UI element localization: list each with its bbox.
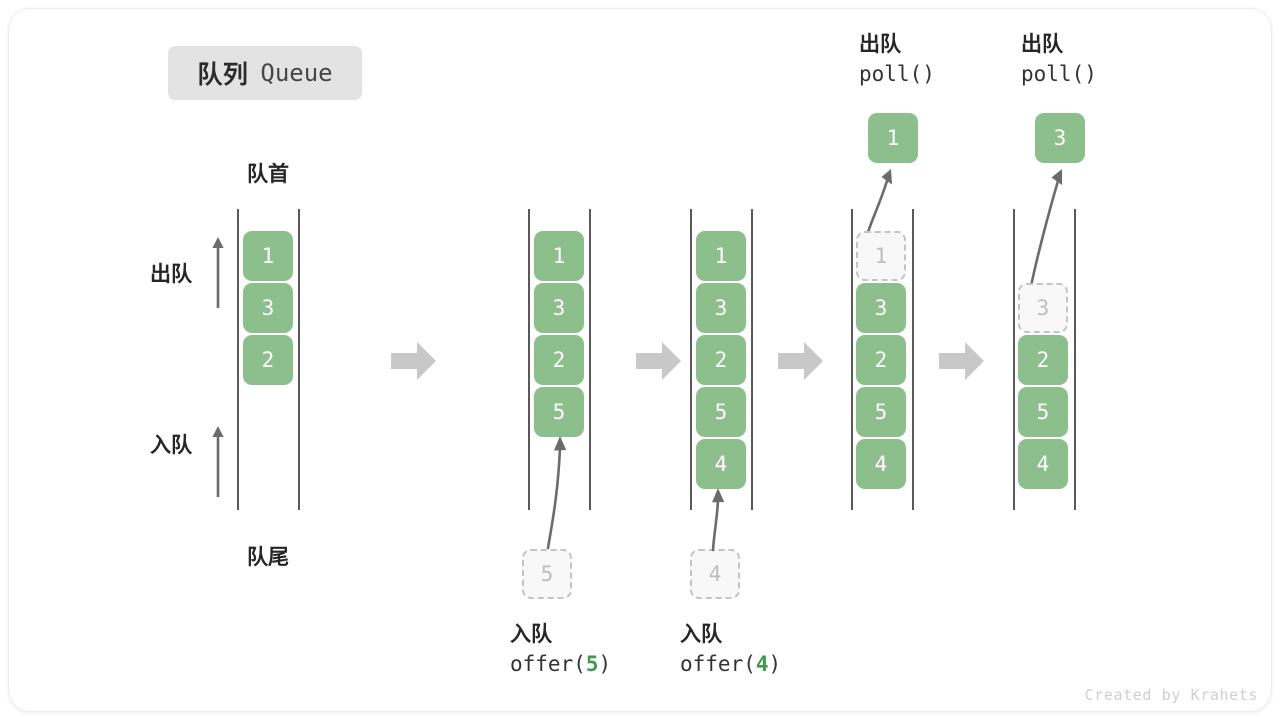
queue-element: 3 [243,283,293,333]
operation-signature: poll() [859,61,935,86]
step-arrow-icon [778,341,824,381]
queue-element: 5 [1018,387,1068,437]
dequeue-direction-arrow-icon [211,236,225,308]
rail-left-col3 [690,209,692,510]
queue-element-new: 4 [696,439,746,489]
watermark: Created by Krahets [1084,686,1258,704]
rail-right-col1 [298,209,300,510]
step-arrow-icon [391,341,437,381]
queue-element: 4 [1018,439,1068,489]
popped-element: 3 [1035,113,1085,163]
queue-element: 3 [856,283,906,333]
enqueue-direction-label: 入队 [150,434,192,457]
queue-element-new: 5 [534,387,584,437]
diagram-title-badge: 队列 Queue [168,46,362,100]
operation-signature: offer(5) [510,651,612,676]
rail-right-col2 [589,209,591,510]
operation-name-cn: 出队 [1021,33,1063,56]
queue-tail-label: 队尾 [247,546,289,569]
operation-caption-offer-4: 入队 offer(4) [680,620,781,680]
queue-element: 2 [696,335,746,385]
pending-element: 4 [690,549,740,599]
rail-right-col5 [1074,209,1076,510]
operation-name-cn: 入队 [680,623,722,646]
queue-element: 2 [243,335,293,385]
popped-element: 1 [868,113,918,163]
title-cn: 队列 [197,61,249,89]
rail-right-col3 [751,209,753,510]
queue-element: 1 [696,231,746,281]
operation-signature: poll() [1021,61,1097,86]
queue-element: 5 [856,387,906,437]
title-en: Queue [260,59,333,87]
rail-left-col4 [851,209,853,510]
queue-element: 5 [696,387,746,437]
queue-element: 2 [856,335,906,385]
operation-signature: offer(4) [680,651,782,676]
dequeue-direction-label: 出队 [150,263,192,286]
queue-element: 1 [534,231,584,281]
queue-element: 2 [534,335,584,385]
operation-caption-offer-5: 入队 offer(5) [510,620,611,680]
operation-name-cn: 出队 [859,33,901,56]
step-arrow-icon [939,341,985,381]
rail-left-col2 [528,209,530,510]
queue-element: 2 [1018,335,1068,385]
enqueue-direction-arrow-icon [211,425,225,497]
operation-caption-poll-3: 出队 poll() [1021,30,1097,90]
queue-element: 3 [696,283,746,333]
pending-element: 5 [522,549,572,599]
step-arrow-icon [636,341,682,381]
removed-element: 1 [856,231,906,281]
rail-left-col1 [237,209,239,510]
operation-caption-poll-1: 出队 poll() [859,30,935,90]
queue-element: 4 [856,439,906,489]
operation-name-cn: 入队 [510,623,552,646]
queue-head-label: 队首 [247,163,289,186]
removed-element: 3 [1018,283,1068,333]
queue-element: 1 [243,231,293,281]
rail-right-col4 [912,209,914,510]
rail-left-col5 [1013,209,1015,510]
queue-element: 3 [534,283,584,333]
